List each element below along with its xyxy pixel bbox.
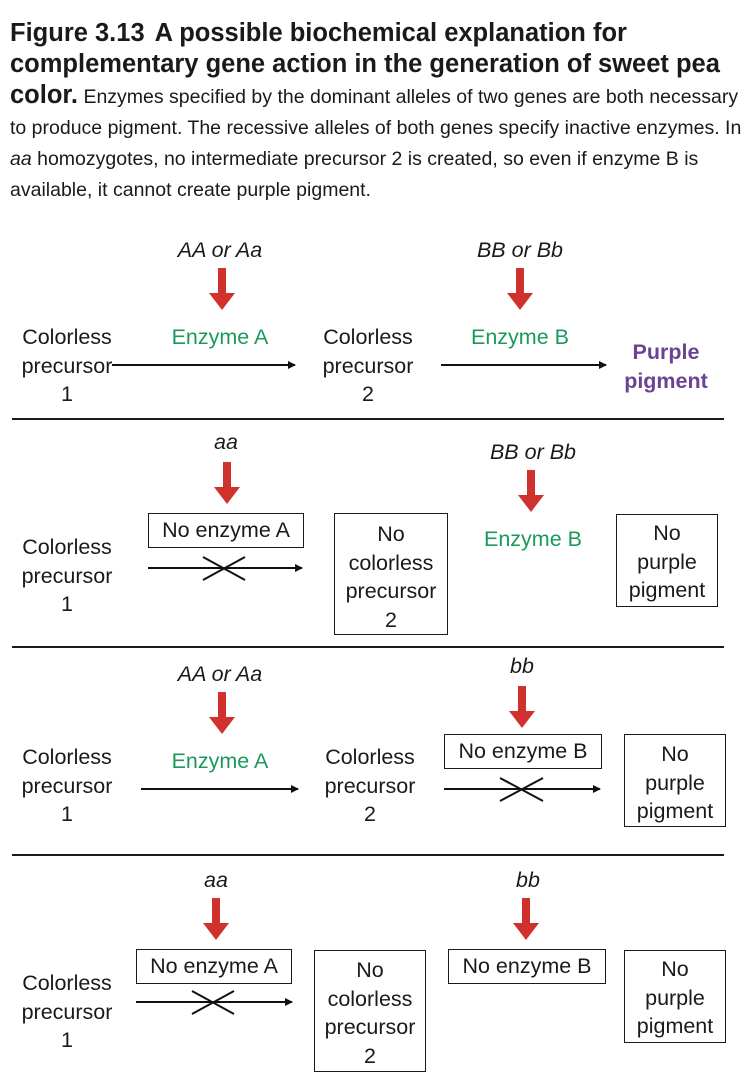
gene-arrow-icon xyxy=(509,686,535,728)
row4-no-enzyme-a-box xyxy=(136,949,292,984)
gene-arrow-icon xyxy=(209,692,235,734)
caption-body-genotype-aa: aa xyxy=(10,148,32,170)
row2-step-b-enzyme: Enzyme B xyxy=(484,527,582,551)
figure-number: Figure 3.13 xyxy=(10,19,145,47)
gene-arrow-icon xyxy=(203,898,229,940)
row4-genotype-b: bb xyxy=(516,868,540,892)
caption-body-part-1: Enzymes specified by the dominant allele… xyxy=(10,86,742,139)
row3-step-b-label: No enzyme B xyxy=(458,739,588,763)
caption-body: Enzymes specified by the dominant allele… xyxy=(10,86,741,201)
figure-title: A possible biochemical explanation for c… xyxy=(10,19,720,109)
row2-no-enzyme-a-box xyxy=(148,513,304,548)
row1-precursor-2: Colorless precursor 2 xyxy=(322,325,414,406)
row1-genotype-b: BB or Bb xyxy=(476,238,564,262)
row3-no-pigment: No purple pigment xyxy=(636,742,714,823)
row3-genotype-b: bb xyxy=(510,654,534,678)
row2-genotype-a: aa xyxy=(214,430,238,454)
gene-arrow-icon xyxy=(507,268,533,310)
row4-precursor-1: Colorless precursor 1 xyxy=(21,971,113,1052)
row4-no-pigment: No purple pigment xyxy=(636,957,714,1038)
row4-no-enzyme-b-box xyxy=(448,949,606,984)
row2-precursor-1: Colorless precursor 1 xyxy=(21,535,113,616)
cross-icon xyxy=(499,777,544,802)
row3-genotype-a: AA or Aa xyxy=(177,662,263,686)
row4-no-precursor-2: No colorless precursor 2 xyxy=(324,958,416,1068)
row2-no-precursor-2-box xyxy=(334,513,448,635)
gene-arrow-icon xyxy=(513,898,539,940)
row2-no-precursor-2: No colorless precursor 2 xyxy=(345,522,437,632)
row1-purple-pigment: Purple pigment xyxy=(624,340,708,393)
row1-precursor-1: Colorless precursor 1 xyxy=(21,325,113,406)
gene-arrow-icon xyxy=(518,470,544,512)
row-divider xyxy=(12,418,724,420)
row2-no-pigment: No purple pigment xyxy=(628,521,706,602)
row4-step-b-label: No enzyme B xyxy=(462,954,592,978)
row2-no-pigment-box xyxy=(616,514,718,607)
caption-body-part-2: homozygotes, no intermediate precursor 2… xyxy=(10,148,699,201)
row-divider xyxy=(12,646,724,648)
row3-no-pigment-box xyxy=(624,734,726,827)
row2-genotype-b: BB or Bb xyxy=(489,440,577,464)
row3-precursor-2: Colorless precursor 2 xyxy=(324,745,416,826)
row3-step-a-enzyme: Enzyme A xyxy=(171,749,269,773)
row2-step-a-label: No enzyme A xyxy=(162,518,290,542)
row3-no-enzyme-b-box xyxy=(444,734,602,769)
row1-step-b-enzyme: Enzyme B xyxy=(471,325,569,349)
gene-arrow-icon xyxy=(214,462,240,504)
row4-no-precursor-2-box xyxy=(314,950,426,1072)
cross-icon xyxy=(191,990,235,1015)
row3-precursor-1: Colorless precursor 1 xyxy=(21,745,113,826)
row-divider xyxy=(12,854,724,856)
row4-step-a-label: No enzyme A xyxy=(150,954,278,978)
row4-genotype-a: aa xyxy=(204,868,228,892)
cross-icon xyxy=(202,556,246,581)
row1-genotype-a: AA or Aa xyxy=(177,238,263,262)
gene-arrow-icon xyxy=(209,268,235,310)
row1-step-a-enzyme: Enzyme A xyxy=(171,325,269,349)
row4-no-pigment-box xyxy=(624,950,726,1043)
